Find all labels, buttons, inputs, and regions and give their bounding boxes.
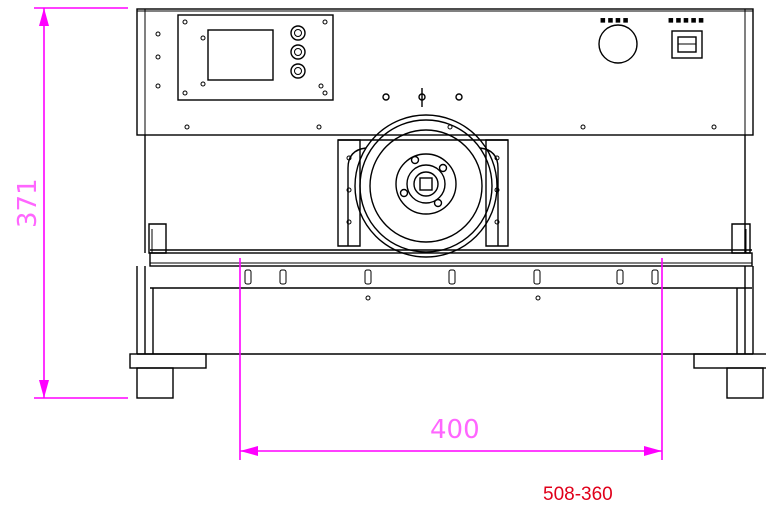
right-foot — [693, 353, 766, 399]
right-bracket — [731, 223, 751, 254]
round-button: ■ ■ ■ ■ — [598, 17, 638, 64]
svg-text:■ ■ ■ ■ ■: ■ ■ ■ ■ ■ — [668, 17, 704, 24]
center-holes — [382, 88, 463, 107]
motor-housing — [337, 114, 509, 258]
height-dimension-label: 371 — [13, 178, 43, 228]
svg-text:■ ■ ■ ■: ■ ■ ■ ■ — [600, 17, 629, 24]
width-dimension-label: 400 — [430, 415, 480, 445]
left-foot — [129, 353, 207, 399]
left-bracket — [148, 223, 167, 254]
power-switch: ■ ■ ■ ■ ■ — [668, 17, 704, 59]
knob-1 — [290, 25, 306, 41]
width-dimension — [239, 258, 663, 460]
upper-cabinet — [136, 8, 754, 136]
display-screen — [207, 29, 274, 81]
model-code: 508-360 — [543, 484, 613, 505]
drive-wheel — [354, 114, 498, 258]
height-dimension — [34, 7, 128, 399]
lower-frame — [136, 266, 754, 355]
control-panel — [177, 14, 334, 101]
blade-rail — [149, 249, 753, 289]
middle-frame — [144, 135, 746, 253]
rail-slots — [244, 269, 659, 301]
knob-2 — [290, 44, 306, 60]
knob-3 — [290, 63, 306, 79]
